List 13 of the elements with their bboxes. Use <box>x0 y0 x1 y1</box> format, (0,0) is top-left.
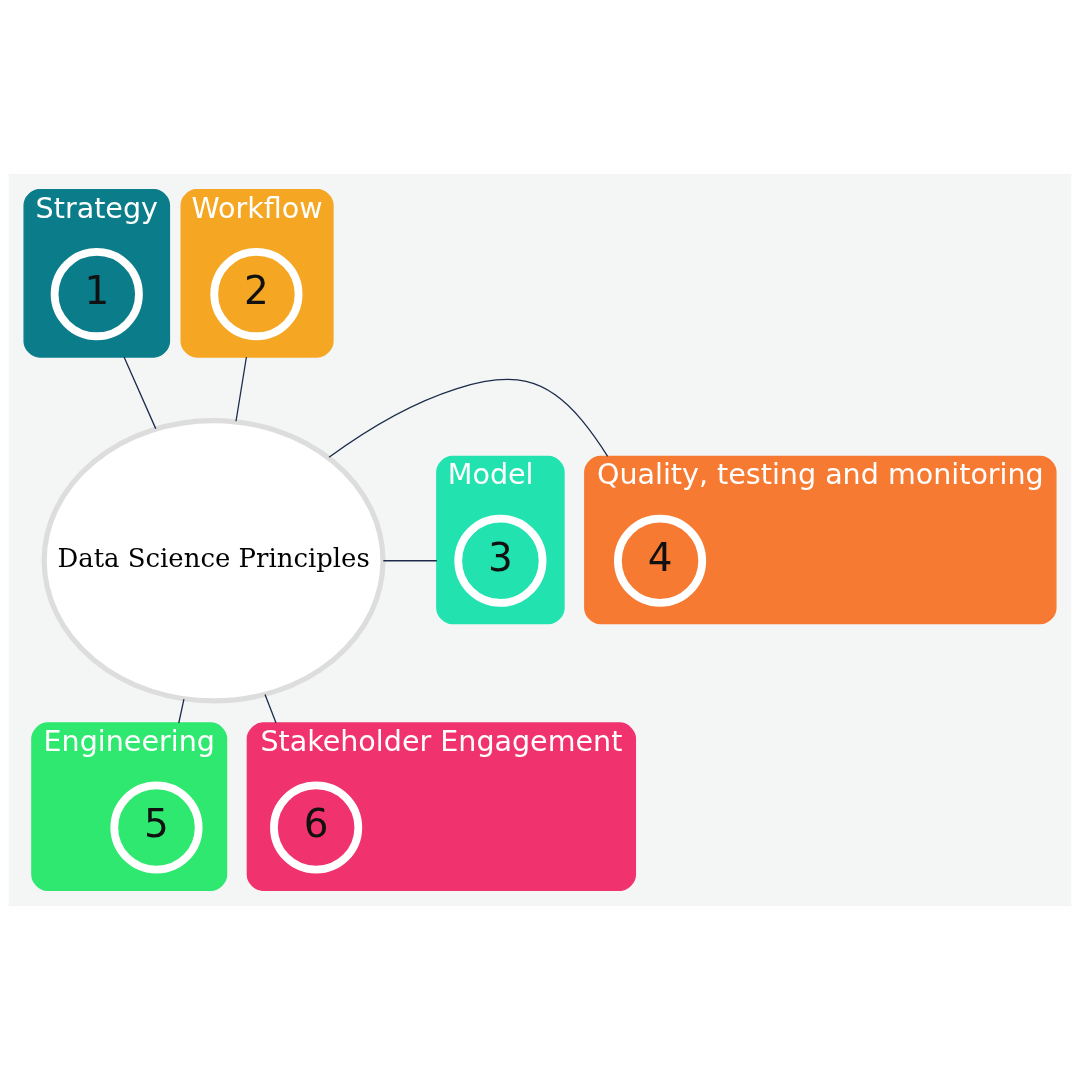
connector <box>264 693 277 724</box>
node-circle: 4 <box>613 514 707 607</box>
node-ellipse: Data Science Principles <box>41 418 386 704</box>
node-circle: 1 <box>50 247 143 341</box>
connector <box>123 356 157 430</box>
node-circle: 6 <box>270 781 363 874</box>
connector <box>328 378 609 458</box>
connector <box>235 356 248 422</box>
node-circle: 5 <box>110 781 203 874</box>
connector <box>382 560 438 562</box>
node-circle: 2 <box>210 247 303 341</box>
node-circle: 3 <box>454 514 547 607</box>
connector <box>178 698 185 724</box>
